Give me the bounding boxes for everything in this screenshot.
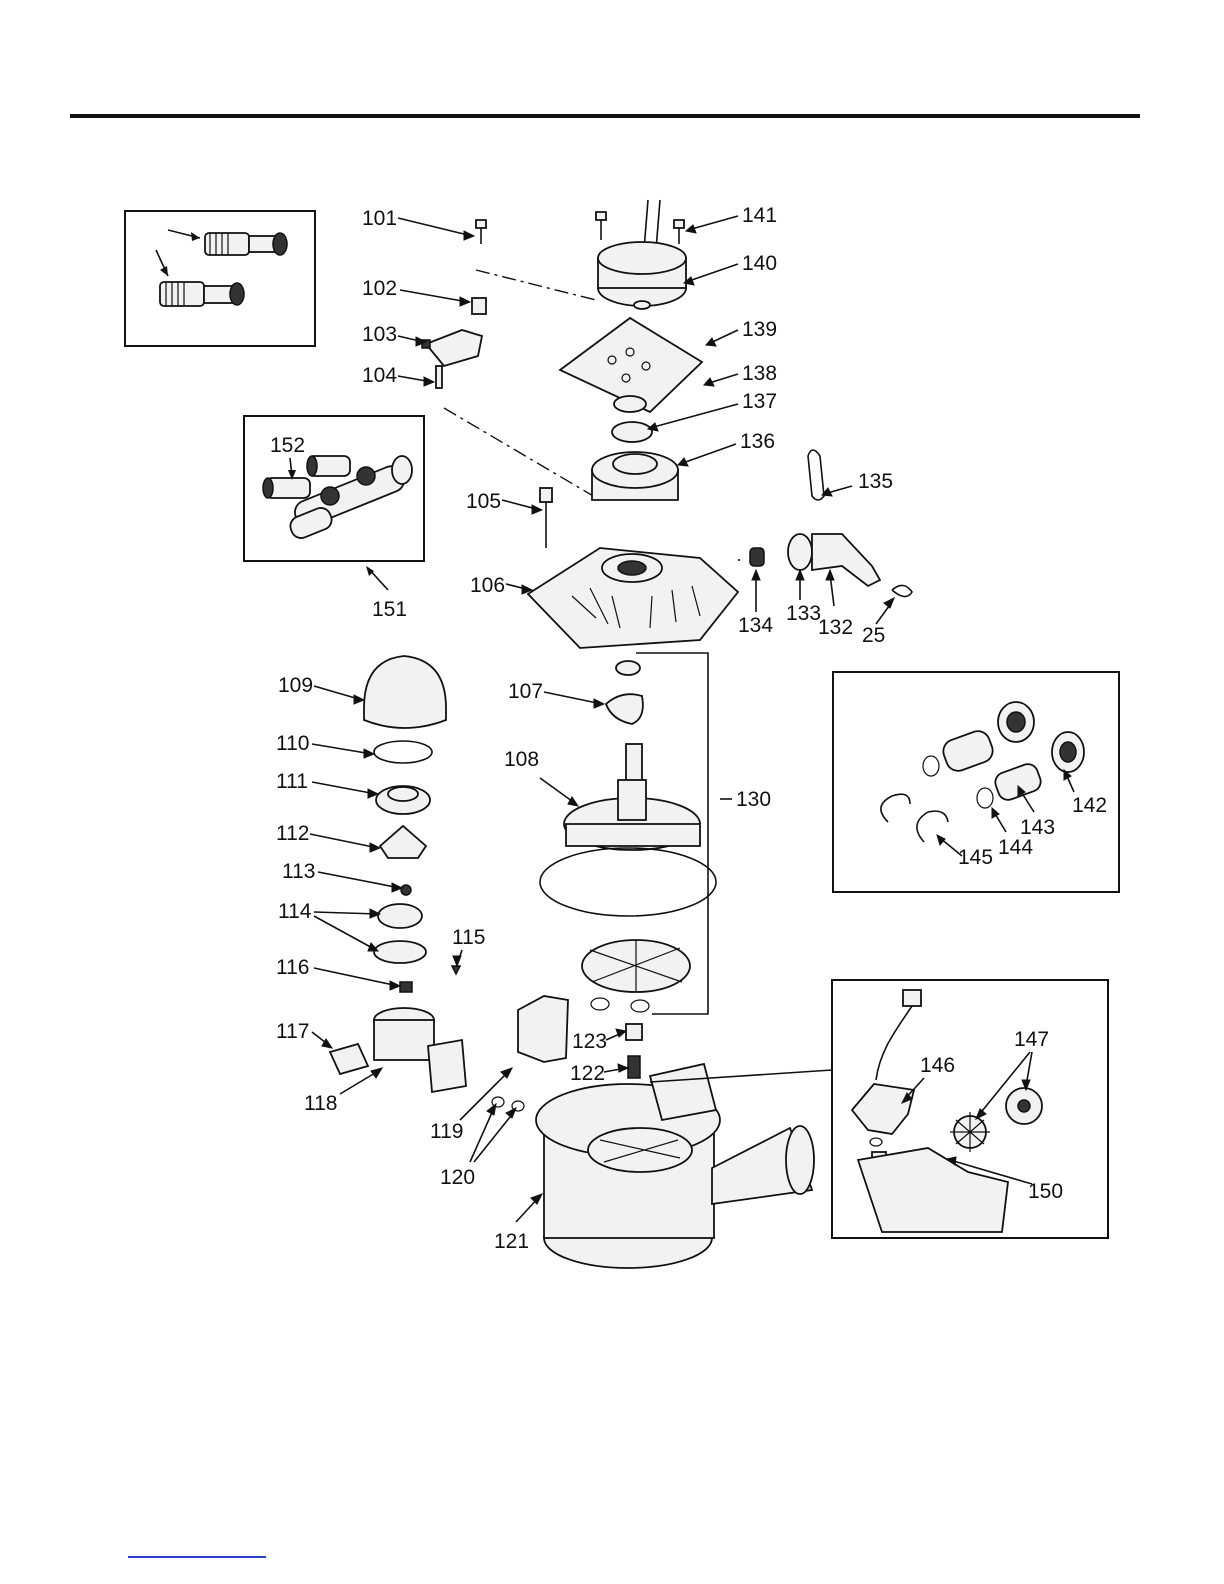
label-109: 109 bbox=[278, 674, 313, 697]
label-135: 135 bbox=[858, 470, 893, 493]
label-101: 101 bbox=[362, 207, 397, 230]
hose-fitting-upper bbox=[205, 233, 287, 255]
footer-link-rule bbox=[128, 1556, 266, 1558]
label-119: 119 bbox=[430, 1120, 463, 1143]
label-123: 123 bbox=[572, 1030, 607, 1053]
valve-body-assembly bbox=[492, 996, 832, 1268]
label-25: 25 bbox=[862, 624, 885, 647]
label-111: 111 bbox=[276, 770, 308, 793]
label-141: 141 bbox=[742, 204, 777, 227]
label-110: 110 bbox=[276, 732, 309, 755]
label-122: 122 bbox=[570, 1062, 605, 1085]
label-146: 146 bbox=[920, 1054, 955, 1077]
label-133: 133 bbox=[786, 602, 821, 625]
label-151: 151 bbox=[372, 598, 407, 621]
label-150: 150 bbox=[1028, 1180, 1063, 1203]
label-106: 106 bbox=[470, 574, 505, 597]
label-136: 136 bbox=[740, 430, 775, 453]
hose-fittings-inset bbox=[125, 211, 315, 346]
label-120: 120 bbox=[440, 1166, 475, 1189]
label-138: 138 bbox=[742, 362, 777, 385]
label-137: 137 bbox=[742, 390, 777, 413]
label-108: 108 bbox=[504, 748, 539, 771]
injector-assembly bbox=[330, 656, 466, 1092]
label-102: 102 bbox=[362, 277, 397, 300]
hose-fitting-lower bbox=[160, 282, 244, 306]
label-104: 104 bbox=[362, 364, 397, 387]
label-139: 139 bbox=[742, 318, 777, 341]
label-112: 112 bbox=[276, 822, 309, 845]
label-134: 134 bbox=[738, 614, 773, 637]
label-144: 144 bbox=[998, 836, 1033, 859]
label-117: 117 bbox=[276, 1020, 309, 1043]
label-145: 145 bbox=[958, 846, 993, 869]
label-115: 115 bbox=[452, 926, 485, 949]
label-152: 152 bbox=[270, 434, 305, 457]
label-114: 114 bbox=[278, 900, 312, 923]
piston-assembly bbox=[540, 653, 716, 1014]
label-118: 118 bbox=[304, 1092, 337, 1115]
label-140: 140 bbox=[742, 252, 777, 275]
label-121: 121 bbox=[494, 1230, 529, 1253]
label-103: 103 bbox=[362, 323, 397, 346]
label-113: 113 bbox=[282, 860, 315, 883]
label-132: 132 bbox=[818, 616, 853, 639]
label-142: 142 bbox=[1072, 794, 1107, 817]
label-116: 116 bbox=[276, 956, 309, 979]
turbine-meter-inset bbox=[832, 980, 1108, 1238]
label-107: 107 bbox=[508, 680, 543, 703]
label-105: 105 bbox=[466, 490, 501, 513]
label-130: 130 bbox=[736, 788, 771, 811]
label-147: 147 bbox=[1014, 1028, 1049, 1051]
